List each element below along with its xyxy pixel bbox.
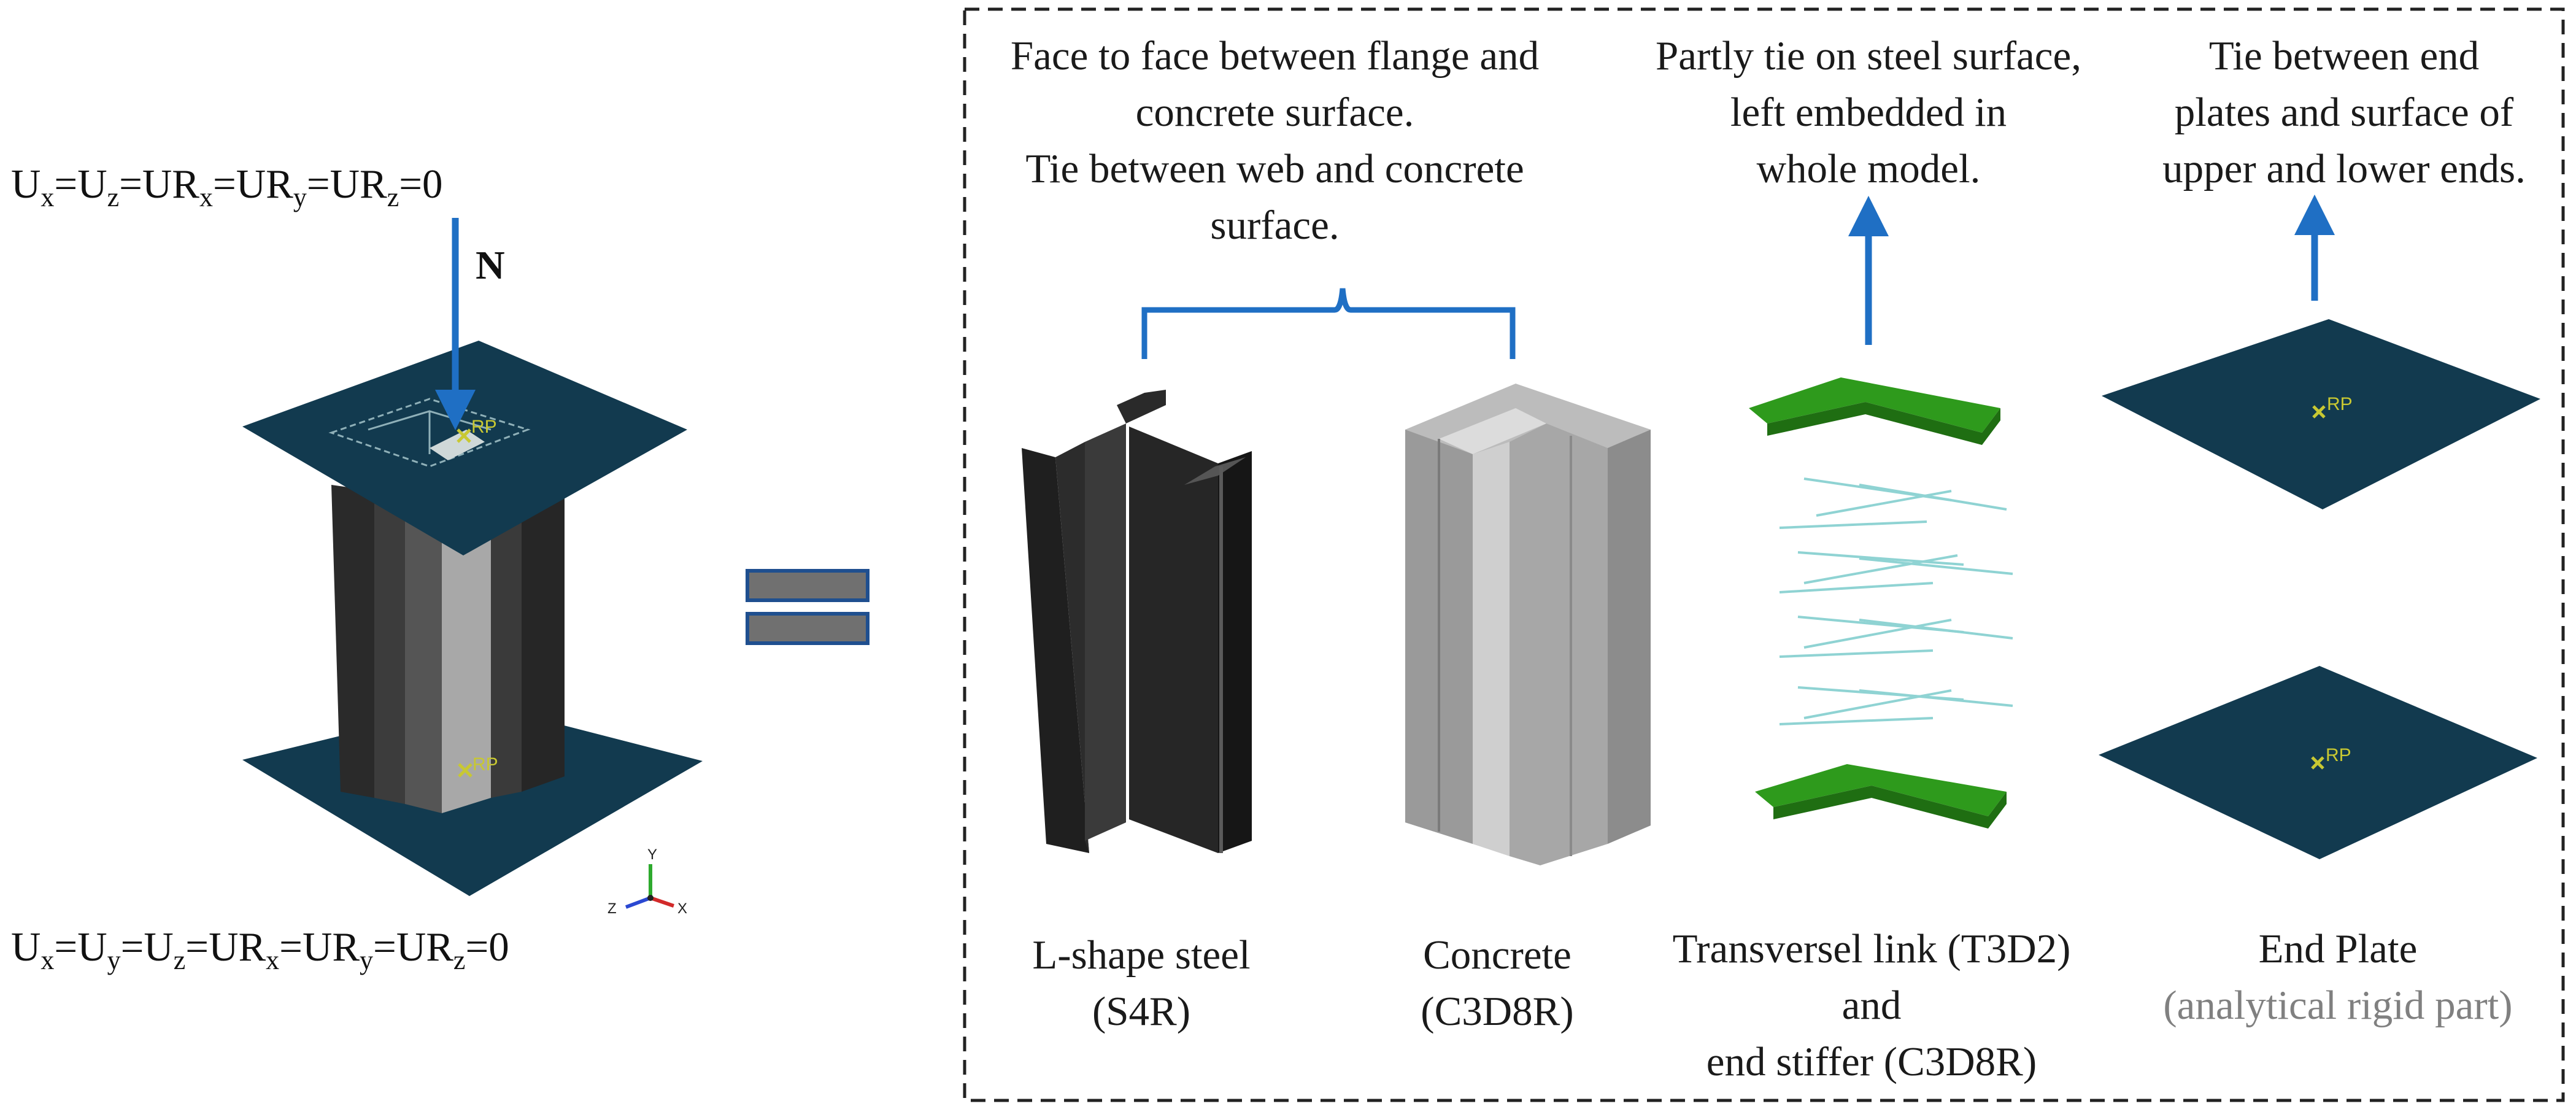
tie-note-line: Partly tie on steel surface, (1656, 33, 2081, 79)
concrete-caption-line: (C3D8R) (1421, 989, 1574, 1034)
tie-note: Partly tie on steel surface, left embedd… (1614, 28, 2123, 197)
contact-note-line: concrete surface. (1135, 90, 1414, 135)
top-plate-highlight (430, 430, 485, 460)
end-stiffener-top (1749, 377, 2000, 445)
steel-caption: L-shape steel (S4R) (982, 927, 1301, 1040)
rp-label-plate-top: RP (2327, 394, 2353, 414)
brace (1141, 288, 1516, 359)
endplate-caption: End Plate (analytical rigid part) (2117, 921, 2559, 1034)
rp-marker-top (457, 428, 471, 443)
bc-subscript: y (360, 945, 374, 975)
bc-subscript: z (107, 182, 120, 212)
contact-note-line: Tie between web and concrete (1025, 146, 1524, 191)
bc-subscript: z (173, 945, 186, 975)
endplate-caption-line: (analytical rigid part) (2163, 983, 2513, 1028)
rp-marker-plate-top (2312, 405, 2326, 419)
tie-note-line: whole model. (1756, 146, 1981, 191)
concrete-caption-line: Concrete (1423, 932, 1571, 978)
endplate-note-line: plates and surface of (2174, 90, 2514, 135)
bc-subscript: x (40, 182, 55, 212)
bottom-boundary-condition: Ux=Uy=Uz=URx=URy=URz=0 (11, 924, 509, 975)
link-caption: Transversel link (T3D2) and end stiffer … (1626, 921, 2117, 1090)
bc-subscript: y (293, 182, 307, 212)
contact-note: Face to face between flange and concrete… (960, 28, 1589, 253)
rp-marker-bottom (458, 763, 472, 778)
l-shape-steel (1022, 390, 1252, 853)
column-steel-right (491, 482, 522, 798)
end-stiffener-bottom (1755, 764, 2007, 829)
bc-subscript: x (40, 945, 55, 975)
tie-note-line: left embedded in (1730, 90, 2007, 135)
contact-note-line: Face to face between flange and (1010, 33, 1540, 79)
transverse-links (1779, 477, 2013, 725)
components-dashed-frame (963, 7, 2565, 1102)
endplate-note-line: upper and lower ends. (2162, 146, 2526, 191)
column-concrete-light (442, 491, 491, 813)
concrete-block (1405, 384, 1651, 865)
top-plate-outline (328, 398, 531, 468)
column-steel-right-outer (522, 466, 565, 792)
bc-subscript: x (199, 182, 213, 212)
axis-triad (625, 864, 674, 909)
steel-caption-line: (S4R) (1092, 989, 1191, 1034)
load-label: N (476, 243, 505, 288)
link-caption-line: and (1841, 983, 1902, 1028)
link-caption-line: end stiffer (C3D8R) (1706, 1039, 2037, 1084)
top-boundary-condition: Ux=Uz=URx=URy=URz=0 (11, 161, 443, 212)
endplate-note-line: Tie between end (2208, 33, 2480, 79)
rp-label-bottom: RP (472, 754, 498, 775)
link-caption-line: Transversel link (T3D2) (1672, 926, 2071, 972)
rp-label-plate-bottom: RP (2326, 745, 2351, 765)
assembled-model (242, 218, 703, 896)
bc-subscript: z (453, 945, 466, 975)
rp-marker-plate-bottom (2311, 756, 2324, 770)
axis-label-y: Y (647, 846, 657, 863)
bc-subscript: x (266, 945, 280, 975)
column-concrete-face (405, 497, 442, 813)
bc-subscript: y (107, 945, 121, 975)
rp-label-top: RP (471, 417, 497, 437)
bottom-bc-text: Ux=Uy=Uz=URx=URy=URz=0 (11, 924, 509, 975)
equals-sign (746, 569, 870, 645)
column-steel-left (331, 485, 374, 798)
steel-caption-line: L-shape steel (1032, 932, 1251, 978)
top-bc-text: Ux=Uz=URx=URy=URz=0 (11, 161, 443, 212)
endplate-note: Tie between end plates and surface of up… (2123, 28, 2565, 197)
contact-note-line: surface. (1210, 203, 1340, 248)
axis-label-z: Z (607, 900, 617, 917)
column-steel-left-inner (374, 491, 405, 804)
endplate-caption-line: End Plate (2258, 926, 2418, 972)
axis-label-x: X (677, 900, 687, 917)
bc-subscript: z (387, 182, 399, 212)
concrete-caption: Concrete (C3D8R) (1362, 927, 1632, 1040)
